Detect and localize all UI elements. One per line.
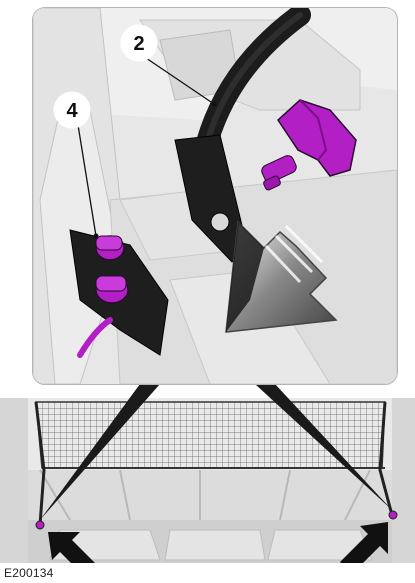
callout-2: 2 [121,25,157,61]
callout-4: 4 [54,92,90,128]
callout-4-label: 4 [66,100,78,122]
buckle-hole [211,213,229,231]
detail-inset [33,8,397,384]
callout-2-label: 2 [133,33,144,55]
left-anchor [36,521,44,529]
cargo-area-scene [0,398,415,580]
right-anchor [389,511,397,519]
figure-id: E200134 [4,566,53,580]
